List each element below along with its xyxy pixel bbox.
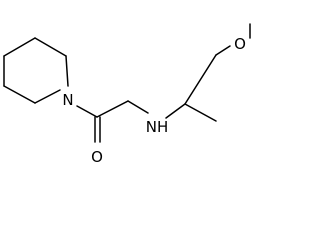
side-chain [127,23,251,122]
atom-label-carbonyl-oxygen: O [91,148,103,166]
bond-ring-c4-c5 [34,37,67,57]
bond-ring-c5-n [65,55,69,87]
bond-nh-ch [165,103,186,119]
bond-ring-c3-c4 [3,37,36,57]
bond-ch-ch2 [184,54,217,105]
bond-ring-c1-c2 [3,85,36,104]
bond-ch2-nh [127,100,149,114]
atom-label-ether-oxygen: O [234,35,246,53]
bond-ch-methyl [184,103,217,122]
atom-label-ring-nitrogen: N [62,91,73,109]
bond-ch2-ether-o [215,45,231,56]
bond-carbonyl-ch2 [96,100,129,118]
atom-label-amine-nh: NH [146,118,169,136]
piperidine-ring [3,37,69,104]
molecule-structure-diagram: N O NH O [3,23,251,166]
amide-group [76,100,129,143]
bond-ring-n-c1 [34,89,61,104]
bond-n-carbonyl-carbon [76,105,98,118]
